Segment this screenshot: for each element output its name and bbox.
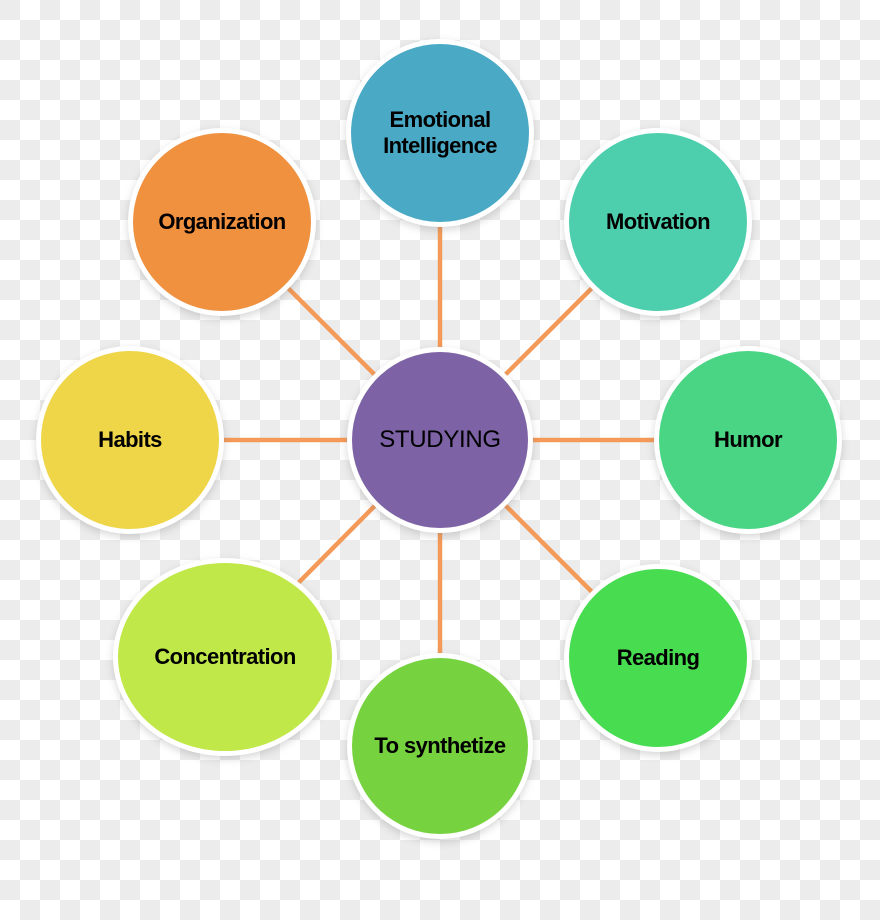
hub-node-studying: STUDYING [347,347,533,533]
node-label: Habits [98,426,162,452]
node-label: Emotional Intelligence [383,106,497,158]
node-reading: Reading [564,564,752,752]
node-organization: Organization [128,128,316,316]
node-concentration: Concentration [113,558,337,756]
node-motivation: Motivation [564,128,752,316]
node-humor: Humor [654,346,842,534]
node-label: Humor [714,426,782,452]
node-label: Motivation [606,208,711,234]
node-to-synthetize: To synthetize [347,653,533,839]
node-label: Concentration [154,643,296,669]
node-emotional-intelligence: Emotional Intelligence [346,39,534,227]
node-habits: Habits [36,346,224,534]
node-label: To synthetize [374,732,506,758]
node-label: Reading [616,644,700,670]
node-label: Organization [158,208,286,234]
hub-label: STUDYING [379,425,501,453]
